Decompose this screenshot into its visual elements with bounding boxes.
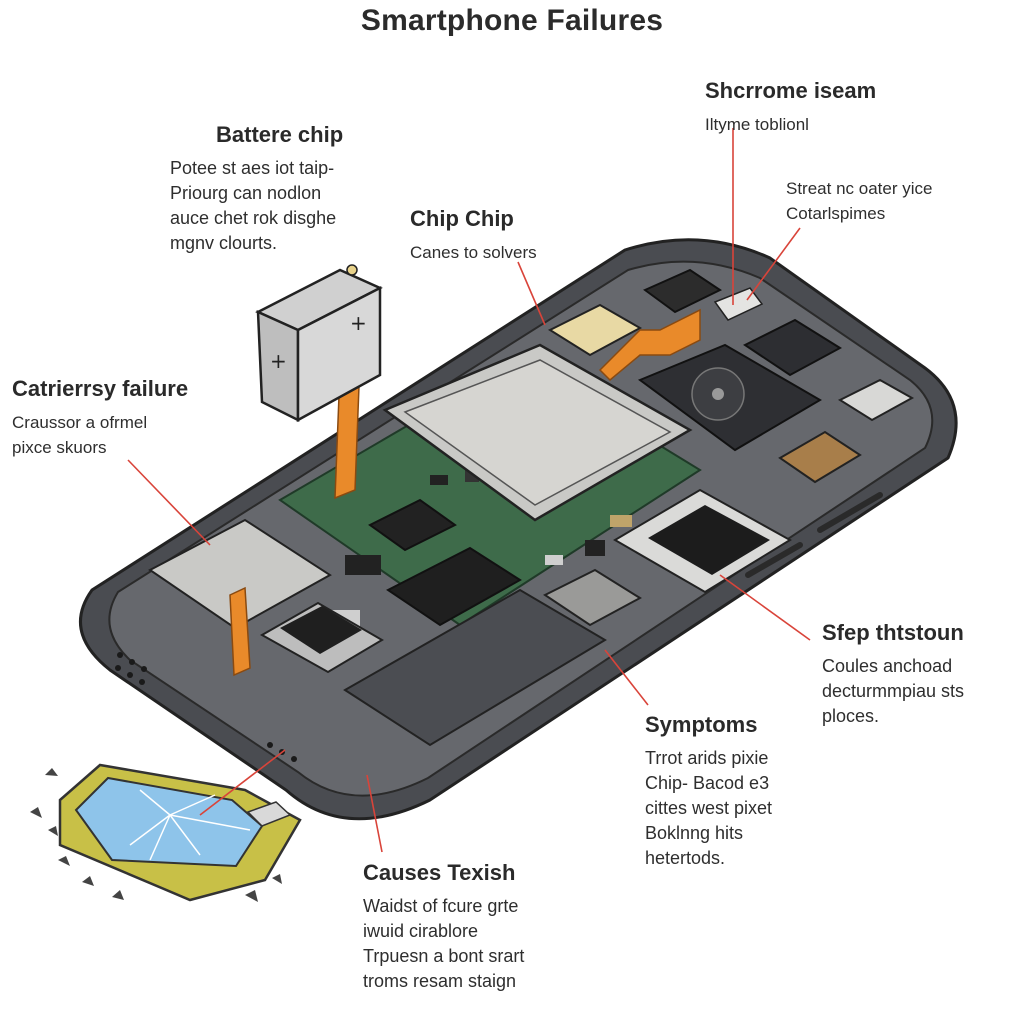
callout-heading: Sfep thtstoun: [822, 620, 964, 645]
callout-symptoms: Symptoms Trrot arids pixie Chip- Bacod e…: [645, 712, 772, 871]
memory-chip: [386, 546, 522, 627]
glass-cracks: [129, 789, 251, 861]
callout-causes: Causes Texish Waidst of fcure grte iwuid…: [363, 860, 524, 994]
callout-text-line: ploces.: [822, 706, 880, 726]
battery: + +: [255, 264, 383, 423]
callout-step: Sfep thtstoun Coules anchoad decturmmpia…: [822, 620, 964, 729]
callout-text-line: iwuid cirablore: [363, 921, 479, 941]
leader-lines: [127, 128, 811, 853]
callout-text-line: Priourg can nodlon: [170, 183, 322, 203]
lower-plate: [343, 588, 607, 747]
callout-heading: Shcrrome iseam: [705, 78, 877, 103]
callout-heading: Causes Texish: [363, 860, 516, 885]
callout-text-line: Iltyme toblionl: [705, 115, 809, 134]
gray-module: [543, 568, 642, 627]
right-plates: [613, 318, 915, 594]
callout-text-line: Boklnng hits: [645, 823, 744, 843]
callout-text-line: mgnv clourts.: [170, 233, 278, 253]
callout-text-line: Chip- Bacod e3: [645, 773, 770, 793]
leader-screen: [199, 749, 286, 816]
processor-chip: [368, 498, 457, 552]
svg-text:+: +: [350, 311, 367, 335]
callout-text-line: Coules anchoad: [822, 656, 953, 676]
callout-text-line: hetertods.: [645, 848, 726, 868]
callout-text-line: pixce skuors: [12, 438, 107, 457]
callout-text-line: cittes west pixet: [645, 798, 773, 818]
leader-step: [719, 574, 811, 641]
central-shield: [382, 343, 693, 522]
callout-heading: Chip Chip: [410, 206, 514, 231]
callout-text-line: Streat nc oater yice: [786, 179, 933, 198]
diagram-title: Smartphone Failures: [360, 4, 664, 37]
callout-top-right: Shcrrome iseam Iltyme toblionl: [705, 78, 876, 137]
leader-stress: [746, 227, 801, 301]
leader-symptoms: [604, 649, 649, 706]
cracked-screen: [30, 763, 302, 902]
callout-text-line: decturmmpiau sts: [822, 681, 965, 701]
speaker-holes: [115, 652, 297, 762]
svg-text:+: +: [270, 349, 287, 373]
callout-text-line: Craussor a ofrmel: [12, 413, 148, 432]
callout-text-line: Trrot arids pixie: [645, 748, 769, 768]
callout-heading: Catrierrsy failure: [12, 376, 189, 401]
callout-text-line: Potee st aes iot taip-: [170, 158, 335, 178]
callout-text-line: auce chet rok disghe: [170, 208, 337, 228]
callout-text-line: Canes to solvers: [410, 243, 537, 262]
callout-text-line: Trpuesn a bont srart: [363, 946, 525, 966]
callout-stress: Streat nc oater yice Cotarlspimes: [786, 176, 932, 226]
callout-catrier-failure: Catrierrsy failure Craussor a ofrmel pix…: [12, 376, 188, 460]
callout-heading: Symptoms: [645, 712, 758, 737]
callout-battery-chip: Battere chip Potee st aes iot taip- Prio…: [170, 122, 343, 256]
camera-module: [637, 343, 822, 452]
callout-text-line: troms resam staign: [363, 971, 517, 991]
callout-heading: Battere chip: [216, 122, 344, 147]
leader-catrier: [127, 459, 211, 546]
bottom-shield: [148, 518, 384, 674]
leader-causes: [366, 774, 383, 853]
callout-chip-chip: Chip Chip Canes to solvers: [410, 206, 537, 265]
callout-text-line: Waidst of fcure grte: [363, 896, 519, 916]
flex-cables: [229, 308, 701, 677]
leader-chip: [517, 261, 546, 326]
glass-debris: [30, 768, 282, 902]
callout-text-line: Cotarlspimes: [786, 204, 886, 223]
